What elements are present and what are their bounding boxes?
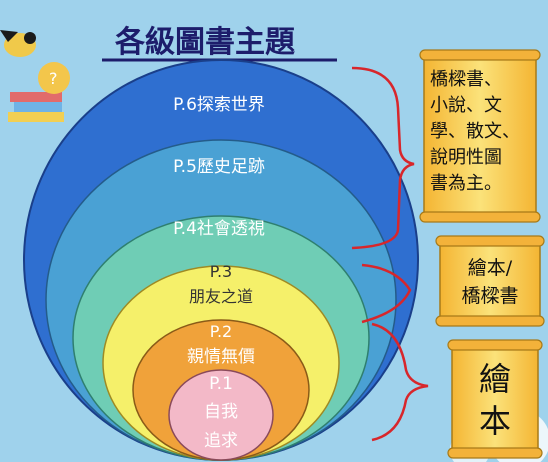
scroll-upper-line2: 小說、文 [430,95,502,116]
scroll-middle-line2: 橋樑書 [461,285,518,307]
scroll-upper-line3: 學、散文、 [430,121,520,142]
books-icon: ? [8,62,70,122]
bracket-lower [371,322,429,442]
bird-icon [0,30,36,57]
level-topic-p1-line2: 追求 [204,431,238,451]
level-grade-p1: P.1 [209,374,233,394]
scroll-lower-line1: 繪 [479,360,511,398]
page-title: 各級圖書主題 [114,25,295,60]
level-topic-p2: 親情無價 [187,347,255,367]
bracket-middle [361,263,412,324]
level-grade-p3: P.3 [210,262,232,281]
scroll-middle: 繪本/ 橋樑書 [435,235,545,327]
svg-text:?: ? [49,69,58,88]
scroll-upper-line4: 說明性圖 [430,147,502,168]
scroll-middle-line1: 繪本/ [468,257,513,279]
scroll-upper-line1: 橋樑書、 [430,69,502,90]
scroll-upper-line5: 書為主。 [430,173,502,194]
circle-p1 [168,369,274,461]
scroll-lower-line2: 本 [479,402,511,440]
level-label-p6: P.6探索世界 [173,95,265,115]
level-grade-p2: P.2 [210,322,232,341]
level-label-p4: P.4社會透視 [173,219,265,239]
level-topic-p3: 朋友之道 [189,287,253,306]
scroll-lower: 繪 本 [447,339,543,459]
bracket-upper [351,66,415,250]
level-label-p5: P.5歷史足跡 [173,157,265,177]
scroll-upper: 橋樑書、 小說、文 學、散文、 說明性圖 書為主。 [419,49,541,223]
level-topic-p1-line1: 自我 [204,402,238,422]
level-circles [23,59,419,461]
brackets [351,66,429,442]
